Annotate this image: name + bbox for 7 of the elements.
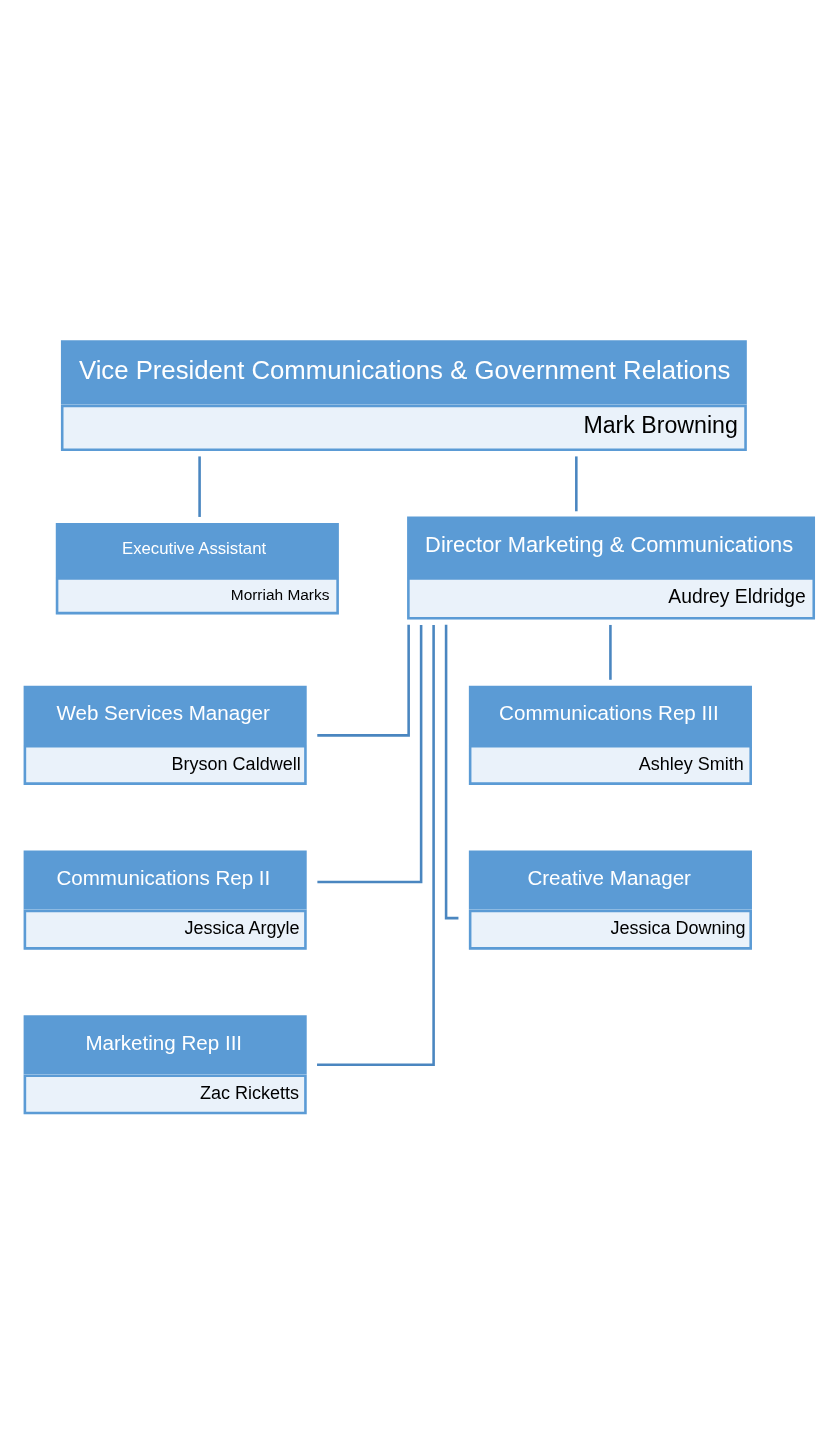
connector [609, 624, 612, 680]
connector [444, 624, 459, 920]
connector [317, 624, 410, 737]
connector [317, 624, 423, 884]
connector [198, 456, 201, 517]
connector [575, 456, 578, 512]
connector [317, 625, 435, 1067]
